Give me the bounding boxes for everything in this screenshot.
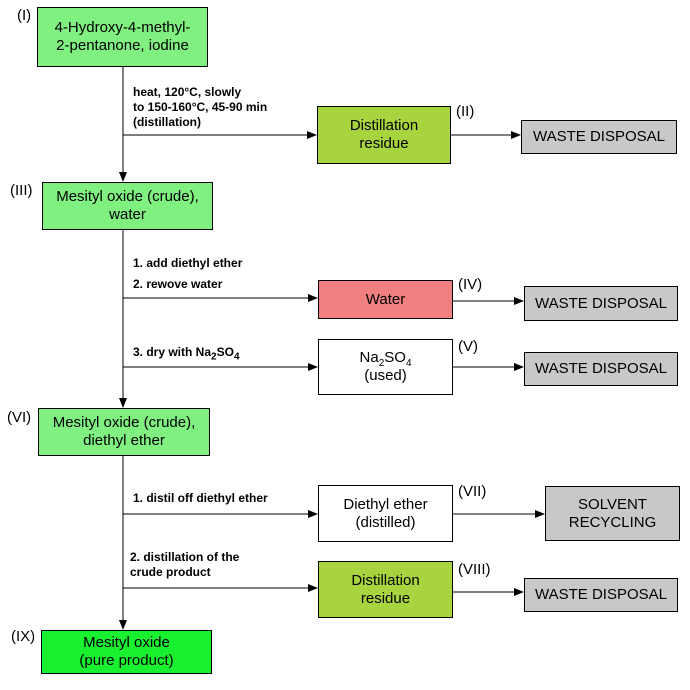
node-vii-text: Diethyl ether (distilled) <box>343 495 428 531</box>
node-i-text: 4-Hydroxy-4-methyl- 2-pentanone, iodine <box>54 19 191 54</box>
node-vi-text: Mesityl oxide (crude), diethyl ether <box>52 414 196 449</box>
node-iv-label: (IV) <box>458 276 483 293</box>
node-viii-text: Distillation residue <box>351 571 420 607</box>
step-dry-sub2: 4 <box>233 351 240 363</box>
node-v-box: Na2SO4 (used) <box>318 339 453 395</box>
solvent-recycling-box: SOLVENT RECYCLING <box>545 486 680 541</box>
waste-disposal-viii-text: WASTE DISPOSAL <box>535 586 667 603</box>
step-dry-text: 3. dry with Na2SO4 <box>133 345 240 363</box>
waste-disposal-v-box: WASTE DISPOSAL <box>524 352 678 386</box>
step-dry-prefix: 3. dry with Na <box>133 345 212 359</box>
step-distil-ether-text: 1. distil off diethyl ether <box>133 491 268 505</box>
node-v-label: (V) <box>458 338 478 355</box>
node-v-so: SO <box>384 349 406 366</box>
node-vii-box: Diethyl ether (distilled) <box>318 485 453 542</box>
node-vi-label: (VI) <box>7 409 32 426</box>
step-add-ether-text: 1. add diethyl ether <box>133 256 243 270</box>
step-remove-water-text: 2. rewove water <box>133 277 223 291</box>
waste-disposal-iv-text: WASTE DISPOSAL <box>535 294 667 312</box>
node-iii-text: Mesityl oxide (crude), water <box>56 188 199 223</box>
node-viii-label: (VIII) <box>458 561 491 578</box>
waste-disposal-ii-text: WASTE DISPOSAL <box>533 128 665 145</box>
node-ii-box: Distillation residue <box>317 106 451 164</box>
node-ix-box: Mesityl oxide (pure product) <box>41 630 212 674</box>
waste-disposal-viii-box: WASTE DISPOSAL <box>524 578 678 612</box>
step-distil-crude-text: 2. distillation of the crude product <box>130 550 240 579</box>
node-v-used: (used) <box>364 367 407 384</box>
node-v-sub2: 4 <box>405 358 412 369</box>
waste-disposal-v-text: WASTE DISPOSAL <box>535 360 667 377</box>
node-ix-text: Mesityl oxide (pure product) <box>79 634 174 669</box>
node-vi-box: Mesityl oxide (crude), diethyl ether <box>38 408 210 456</box>
node-iv-text: Water <box>365 290 406 308</box>
node-v-text: Na2SO4 (used) <box>360 349 412 385</box>
node-iii-box: Mesityl oxide (crude), water <box>42 182 213 230</box>
solvent-recycling-text: SOLVENT RECYCLING <box>568 495 657 531</box>
node-i-label: (I) <box>17 7 32 24</box>
node-i-box: 4-Hydroxy-4-methyl- 2-pentanone, iodine <box>37 7 208 67</box>
waste-disposal-iv-box: WASTE DISPOSAL <box>524 286 678 321</box>
node-v-na: Na <box>359 349 379 366</box>
step-dry-sub1: 2 <box>211 351 217 363</box>
node-vii-label: (VII) <box>458 483 487 500</box>
waste-disposal-ii-box: WASTE DISPOSAL <box>521 120 677 154</box>
step-heat-text: heat, 120°C, slowly to 150-160°C, 45-90 … <box>133 85 268 129</box>
node-ii-text: Distillation residue <box>349 117 419 152</box>
node-ii-label: (II) <box>456 103 475 120</box>
step-dry-mid: SO <box>216 345 234 359</box>
node-ix-label: (IX) <box>11 628 36 645</box>
node-iii-label: (III) <box>10 182 33 199</box>
node-viii-box: Distillation residue <box>318 561 453 618</box>
node-v-sub1: 2 <box>378 358 385 369</box>
node-iv-box: Water <box>318 280 453 319</box>
